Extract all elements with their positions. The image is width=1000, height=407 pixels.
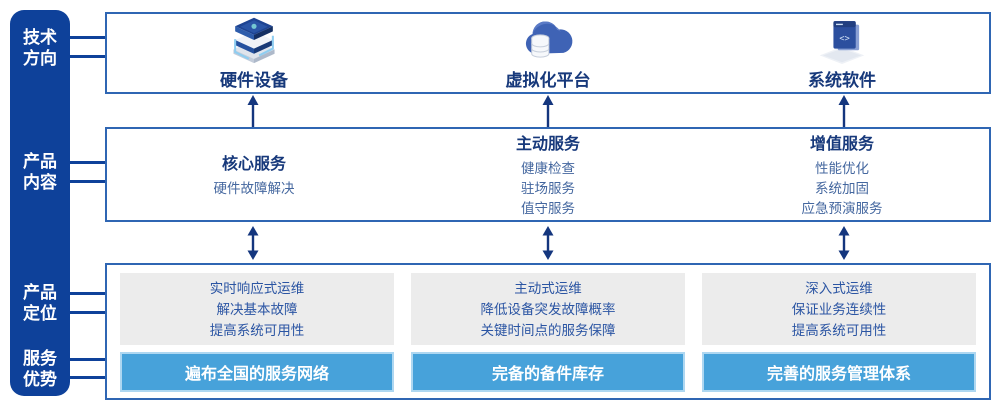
product-content-box: 核心服务 硬件故障解决 主动服务 健康检查 驻场服务 值守服务 增值服务 性能优… [105, 127, 991, 222]
position-column-deep: 深入式运维 保证业务连续性 提高系统可用性 完善的服务管理体系 [702, 273, 976, 392]
position-column-proactive: 主动式运维 降低设备突发故障概率 关键时间点的服务保障 完备的备件库存 [411, 273, 685, 392]
connector-line [67, 358, 107, 361]
server-stack-icon [223, 16, 285, 64]
position-line: 提高系统可用性 [791, 322, 887, 338]
connector-line [67, 36, 107, 39]
up-arrow-icon [247, 95, 259, 128]
position-line: 保证业务连续性 [791, 301, 887, 317]
connector-line [67, 180, 107, 183]
tech-item-virtualization: 虚拟化平台 [401, 14, 695, 92]
position-line: 深入式运维 [805, 280, 873, 296]
service-item: 性能优化 [815, 161, 869, 176]
tech-item-label: 硬件设备 [220, 70, 288, 90]
service-column-title: 核心服务 [221, 156, 286, 173]
service-column-title: 主动服务 [515, 136, 580, 153]
service-column-proactive: 主动服务 健康检查 驻场服务 值守服务 [401, 129, 695, 220]
position-line: 主动式运维 [514, 280, 582, 296]
double-arrow-icon [247, 226, 259, 260]
service-column-core: 核心服务 硬件故障解决 [107, 129, 401, 220]
service-item: 应急预演服务 [801, 201, 883, 216]
service-item: 硬件故障解决 [213, 181, 295, 196]
position-line: 实时响应式运维 [209, 280, 305, 296]
connector-line [67, 311, 107, 314]
tech-direction-box: 硬件设备 虚拟化平台 [105, 12, 991, 94]
position-line: 降低设备突发故障概率 [480, 301, 616, 317]
position-column-realtime: 实时响应式运维 解决基本故障 提高系统可用性 遍布全国的服务网络 [120, 273, 394, 392]
tech-item-hardware: 硬件设备 [107, 14, 401, 92]
position-line: 提高系统可用性 [209, 322, 305, 338]
software-window-icon: <> [811, 16, 873, 64]
sidebar-item-product-position: 产品定位 [23, 283, 57, 323]
tech-item-label: 系统软件 [808, 70, 876, 90]
position-panel: 主动式运维 降低设备突发故障概率 关键时间点的服务保障 [411, 273, 685, 346]
service-item: 驻场服务 [521, 181, 575, 196]
sidebar-item-service-advantage: 服务优势 [23, 349, 57, 389]
connector-line [67, 376, 107, 379]
advantage-bar-management-system: 完善的服务管理体系 [702, 352, 976, 392]
position-panel: 实时响应式运维 解决基本故障 提高系统可用性 [120, 273, 394, 346]
position-panel: 深入式运维 保证业务连续性 提高系统可用性 [702, 273, 976, 346]
double-arrow-icon [542, 226, 554, 260]
connector-line [67, 161, 107, 164]
service-column-title: 增值服务 [809, 136, 874, 153]
up-arrow-icon [838, 95, 850, 128]
sidebar-item-product-content: 产品内容 [23, 152, 57, 192]
product-position-box: 实时响应式运维 解决基本故障 提高系统可用性 遍布全国的服务网络 主动式运维 降… [105, 263, 991, 400]
connector-line [67, 292, 107, 295]
svg-text:<>: <> [839, 33, 849, 43]
position-line: 关键时间点的服务保障 [480, 322, 616, 338]
tech-item-label: 虚拟化平台 [505, 70, 591, 90]
up-arrow-icon [542, 95, 554, 128]
advantage-bar-service-network: 遍布全国的服务网络 [120, 352, 394, 392]
connector-line [67, 55, 107, 58]
tech-item-system-software: <> 系统软件 [695, 14, 989, 92]
sidebar-item-tech-direction: 技术方向 [23, 28, 57, 68]
service-column-value-added: 增值服务 性能优化 系统加固 应急预演服务 [695, 129, 989, 220]
service-item: 系统加固 [815, 181, 869, 196]
sidebar-rail [10, 10, 70, 396]
service-item: 健康检查 [521, 161, 575, 176]
cloud-database-icon [517, 16, 579, 64]
advantage-bar-spare-parts: 完备的备件库存 [411, 352, 685, 392]
service-item: 值守服务 [521, 201, 575, 216]
double-arrow-icon [838, 226, 850, 260]
position-line: 解决基本故障 [216, 301, 298, 317]
